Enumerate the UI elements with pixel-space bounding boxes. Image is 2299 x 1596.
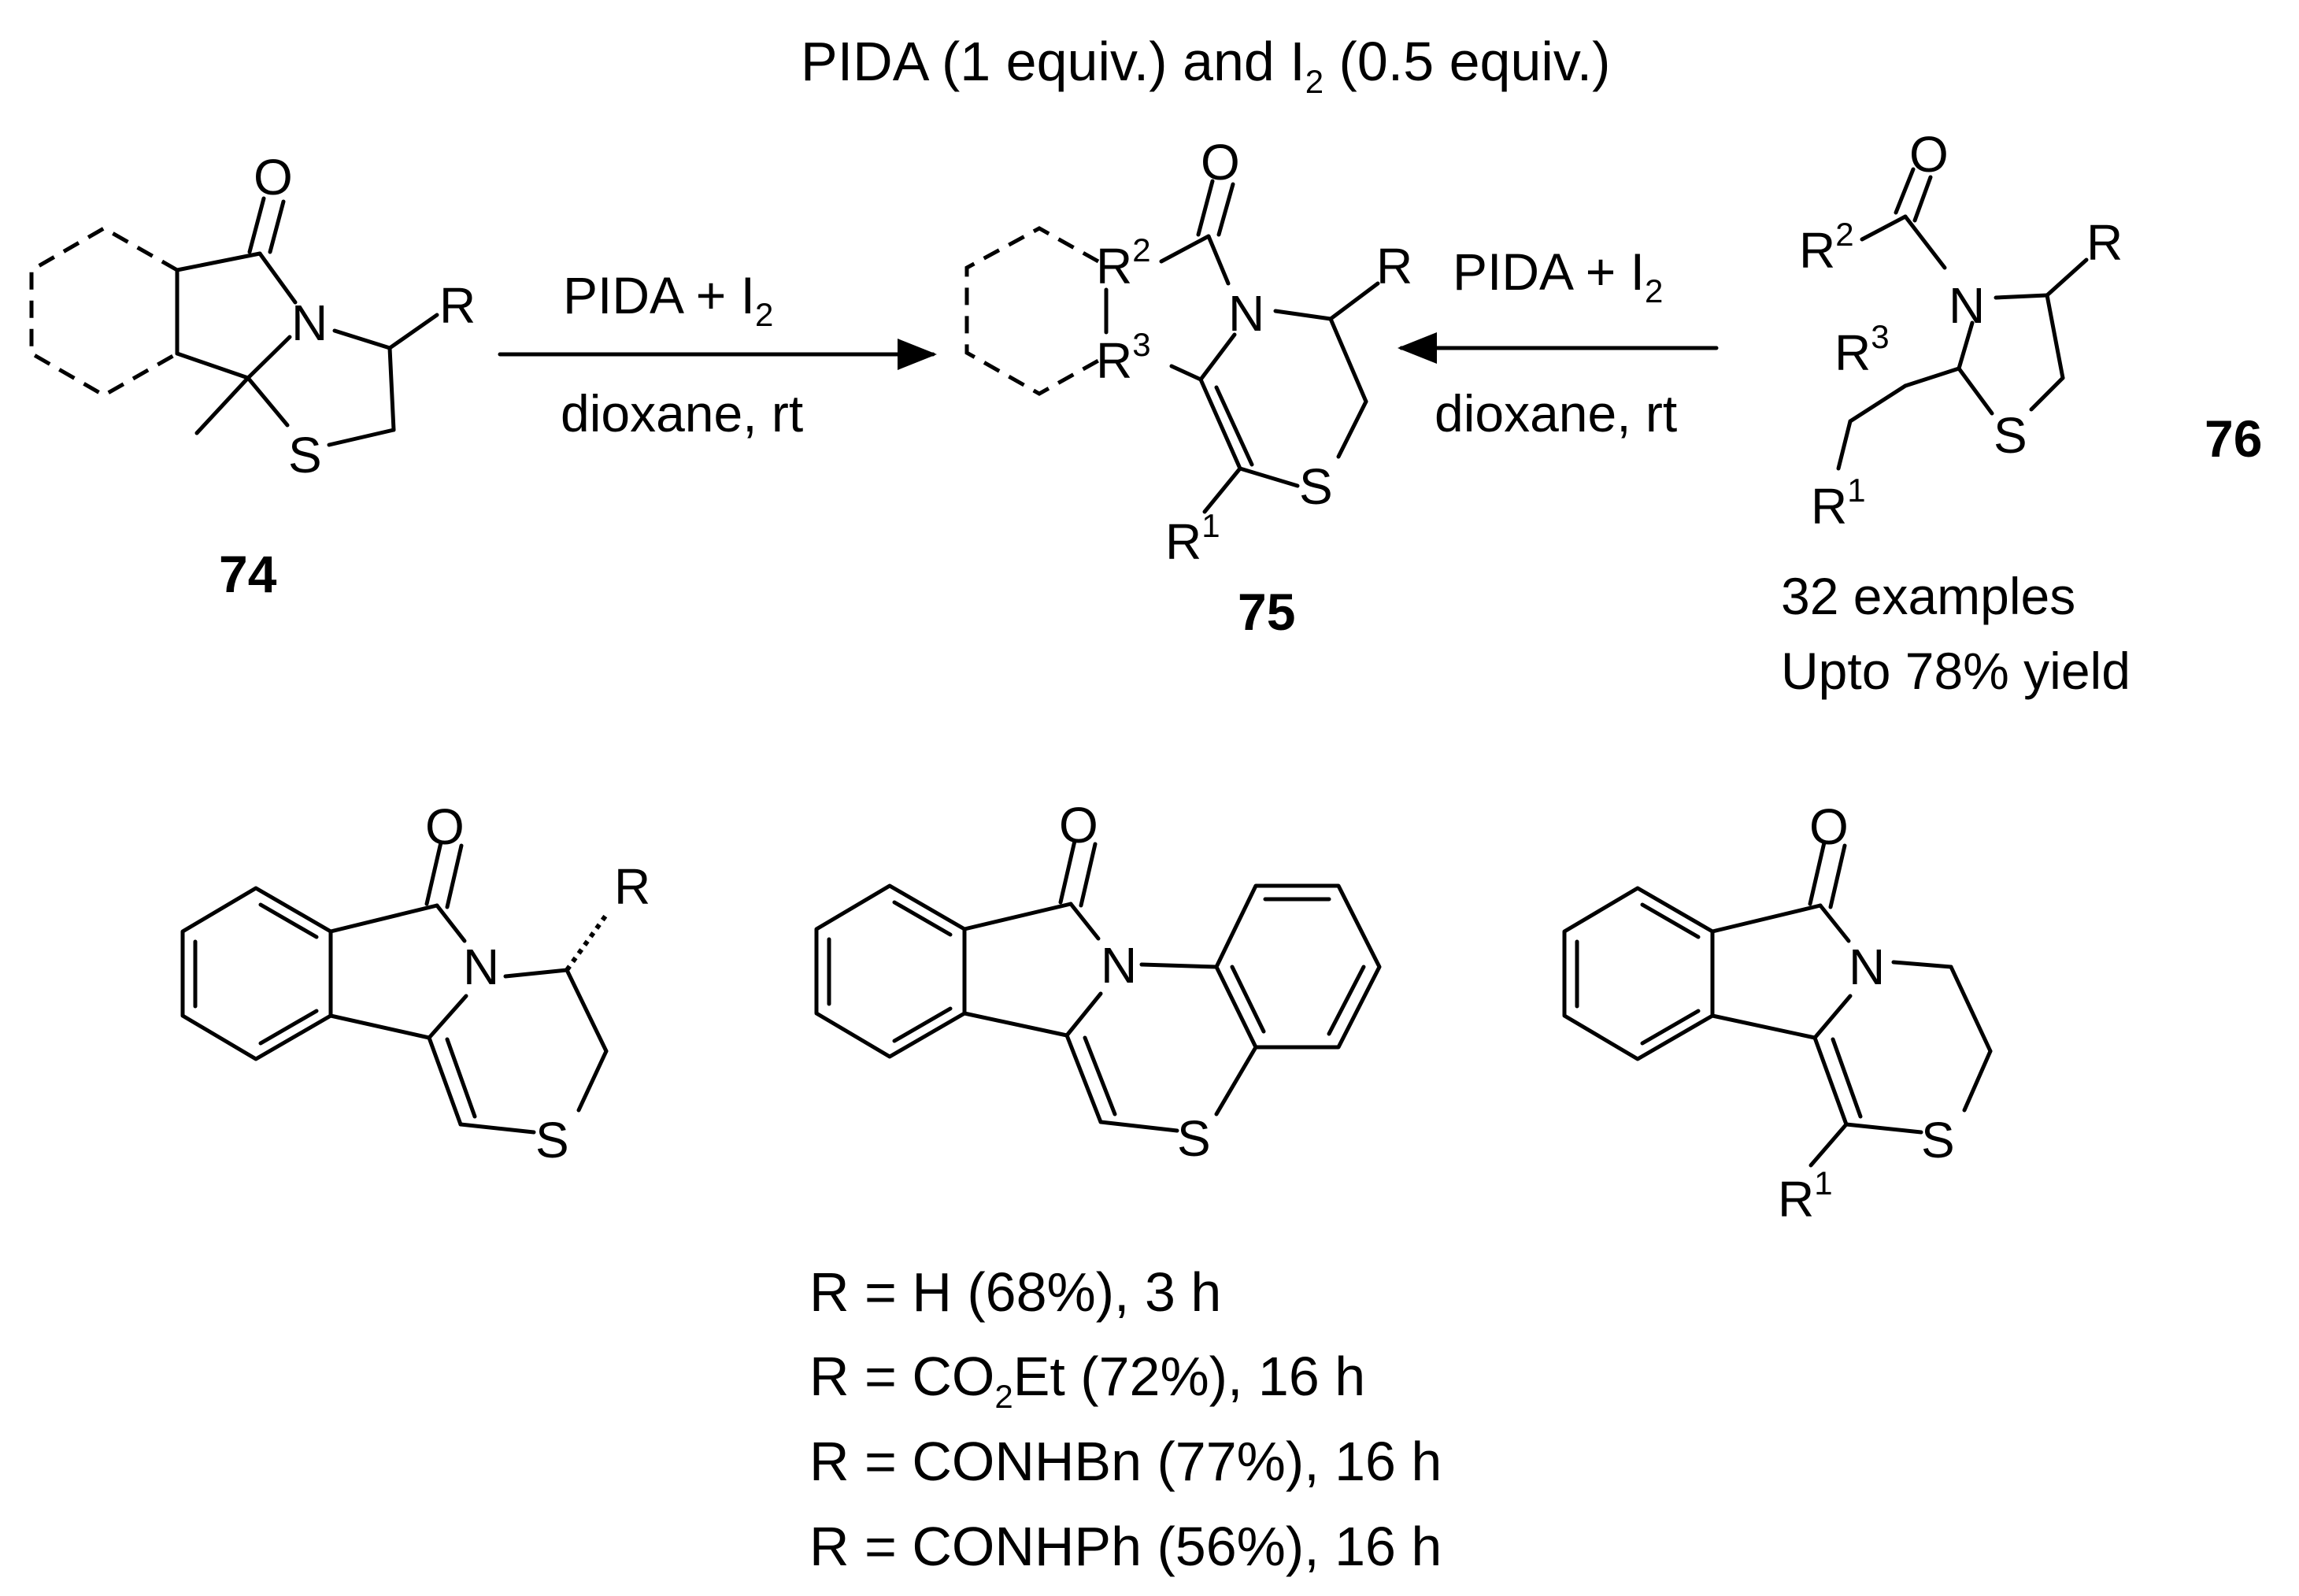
- compound-76-label: 76: [2205, 409, 2262, 468]
- atom-n-75: N: [1228, 285, 1264, 342]
- atom-n-76: N: [1949, 277, 1985, 334]
- atom-r-76: R: [2086, 214, 2123, 271]
- stereo-hash-bond: [565, 913, 609, 972]
- compound-75-structure: [964, 179, 1380, 514]
- compound-74-label: 74: [219, 545, 277, 603]
- atom-r3-76: R3: [1834, 318, 1890, 381]
- atom-r-p1: R: [614, 858, 650, 915]
- product-structure-2: [814, 839, 1382, 1133]
- atom-r2-76: R2: [1799, 216, 1854, 279]
- compound-75-label: 75: [1238, 583, 1295, 641]
- atom-r3-75: R3: [1096, 326, 1151, 389]
- compound-74-structure: [29, 196, 439, 447]
- atom-o-p2: O: [1059, 797, 1098, 854]
- product-structure-3: [1562, 840, 1993, 1168]
- result-line-2: R = CO2Et (72%), 16 h: [809, 1346, 1365, 1415]
- arrow-left-reagent: PIDA + I2: [563, 266, 773, 333]
- result-line-1: R = H (68%), 3 h: [809, 1261, 1221, 1323]
- arrow-left-solvent: dioxane, rt: [561, 384, 803, 443]
- atom-r-75: R: [1376, 238, 1412, 294]
- atom-o-76: O: [1909, 126, 1949, 183]
- atom-s-74: S: [288, 427, 322, 483]
- atom-r-74: R: [439, 277, 476, 334]
- yield-summary: Upto 78% yield: [1781, 642, 2131, 700]
- atom-s-76: S: [1994, 407, 2027, 464]
- atom-o-p1: O: [425, 798, 465, 855]
- arrow-right-reagent: PIDA + I2: [1453, 243, 1663, 309]
- result-line-4: R = CONHPh (56%), 16 h: [809, 1516, 1442, 1577]
- atom-r1-76: R1: [1811, 472, 1866, 535]
- atom-n-p3: N: [1849, 939, 1885, 995]
- compound-76-structure: [1836, 167, 2089, 471]
- atom-s-p2: S: [1177, 1110, 1211, 1167]
- atom-s-p3: S: [1921, 1112, 1955, 1168]
- atom-n-p1: N: [463, 939, 499, 995]
- atom-s-p1: S: [535, 1112, 569, 1168]
- examples-count: 32 examples: [1781, 567, 2075, 625]
- atom-n-74: N: [291, 294, 328, 351]
- atom-r1-p3: R1: [1778, 1165, 1833, 1228]
- result-line-3: R = CONHBn (77%), 16 h: [809, 1431, 1442, 1492]
- atom-o-74: O: [254, 149, 293, 206]
- header-conditions: PIDA (1 equiv.) and I2 (0.5 equiv.): [801, 31, 1611, 100]
- atom-r1-75: R1: [1165, 507, 1220, 570]
- atom-o-p3: O: [1809, 798, 1849, 855]
- atom-r2-75: R2: [1096, 231, 1151, 294]
- atom-o-75: O: [1201, 134, 1240, 191]
- atom-s-75: S: [1299, 458, 1333, 515]
- arrow-right-solvent: dioxane, rt: [1435, 384, 1677, 443]
- atom-n-p2: N: [1101, 937, 1137, 994]
- product-structure-1: [180, 840, 609, 1135]
